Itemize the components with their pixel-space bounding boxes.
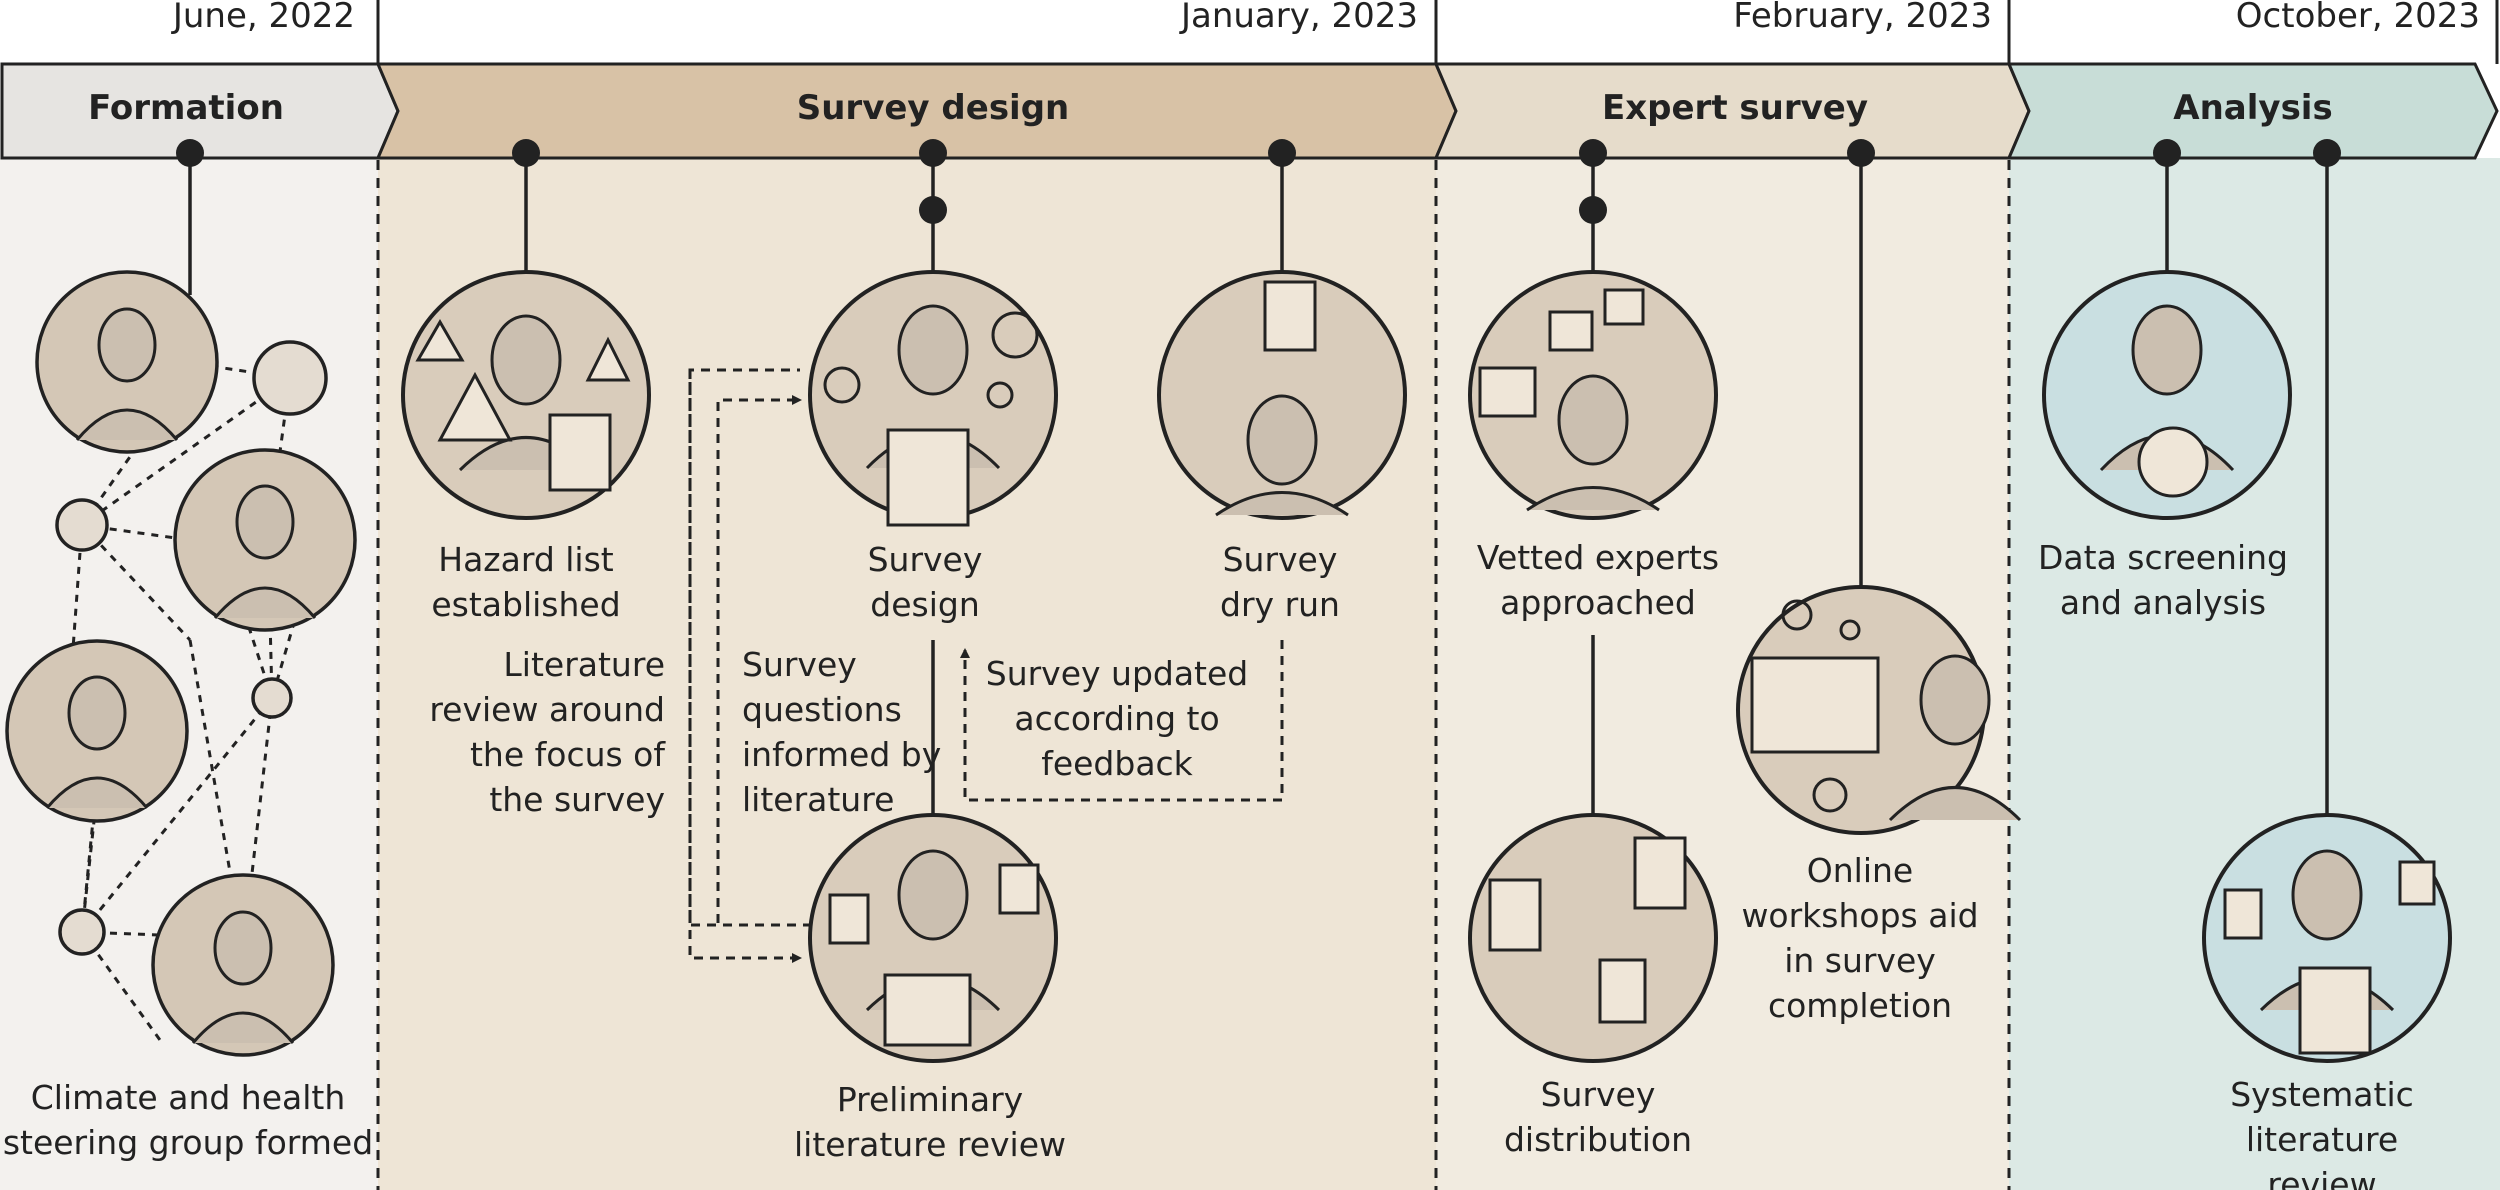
label-vetted-experts: Vetted experts approached	[1476, 538, 1720, 622]
phase-expert-survey: Expert survey	[1601, 88, 1869, 128]
label-online-workshops: Online workshops aid in survey completio…	[1741, 851, 1979, 1025]
chat-icon	[1603, 288, 1645, 326]
connector-dots	[176, 139, 2341, 224]
document-icon	[2398, 860, 2436, 906]
gear-icons	[823, 311, 1861, 813]
feedback-arrows	[688, 368, 1284, 963]
chat-icon	[1478, 366, 1537, 418]
label-questions-informed: Survey questions informed by literature	[742, 645, 942, 819]
clipboard-icon	[1263, 280, 1317, 352]
video-call-icon	[1750, 656, 1880, 754]
warning-icon	[437, 371, 513, 442]
props	[415, 280, 2436, 1055]
document-icon	[883, 973, 972, 1047]
label-survey-distribution: Survey distribution	[1503, 1075, 1693, 1159]
clipboard-icon	[1633, 836, 1687, 910]
document-icon	[998, 863, 1040, 915]
label-survey-updated: Survey updated according to feedback	[985, 654, 1249, 783]
label-preliminary-review: Preliminary literature review	[794, 1080, 1066, 1164]
label-survey-dry-run: Survey dry run	[1220, 540, 1340, 624]
label-systematic-review: Systematic literature review	[2230, 1075, 2414, 1190]
phase-formation: Formation	[88, 88, 284, 128]
clipboard-icon	[886, 428, 970, 527]
network-nodes	[55, 340, 328, 956]
label-literature-review-focus: Literature review around the focus of th…	[429, 645, 665, 819]
date-january-2023: January, 2023	[1180, 0, 1418, 36]
document-icon	[2298, 966, 2372, 1055]
document-icon	[2223, 888, 2263, 940]
clipboard-icon	[1488, 878, 1542, 952]
date-october-2023: October, 2023	[2235, 0, 2480, 36]
document-icon	[828, 893, 870, 945]
phase-survey-design: Survey design	[796, 88, 1070, 128]
date-june-2022: June, 2022	[172, 0, 355, 36]
warning-icon	[585, 336, 631, 382]
date-february-2023: February, 2023	[1733, 0, 1992, 36]
warning-icon	[415, 319, 465, 362]
chart-icon	[2137, 426, 2209, 498]
label-data-screening: Data screening and analysis	[2037, 538, 2289, 622]
date-ticks	[376, 0, 2499, 64]
label-steering-group: Climate and health steering group formed	[2, 1078, 374, 1162]
clipboard-icon	[548, 413, 612, 492]
chat-icon	[1548, 310, 1594, 352]
label-survey-design: Survey design	[867, 540, 983, 624]
label-hazard-list: Hazard list established	[431, 540, 621, 624]
analysis-arrow	[2006, 62, 2499, 160]
clipboard-icon	[1598, 958, 1647, 1024]
phase-separators	[376, 160, 2011, 1190]
phase-analysis: Analysis	[2173, 88, 2333, 128]
